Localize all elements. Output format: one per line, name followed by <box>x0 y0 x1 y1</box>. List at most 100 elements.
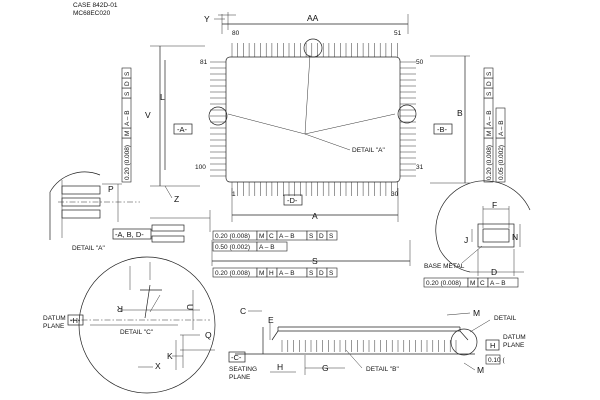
detail-c-dim-q: Q <box>205 330 212 340</box>
fcf-cell-text: S <box>329 233 334 240</box>
fcf-cell-text: S <box>124 71 131 76</box>
fcf-cell <box>485 354 501 365</box>
dim-z-label: Z <box>174 194 179 204</box>
pin-81-label: 81 <box>200 59 208 66</box>
fcf-cell-text: S <box>124 91 131 96</box>
side-dim-g: G <box>322 363 329 373</box>
fcf-cell-text: H <box>269 270 274 277</box>
seating-plane-label: SEATING PLANE <box>229 366 259 381</box>
datum-d-box: -D- <box>283 194 303 206</box>
fcf-cell-text: D <box>124 81 131 86</box>
seating-plane-line-1: SEATING <box>229 366 257 373</box>
detail-c-view: DATUM PLANE -H- R U DETAIL "C" Q K X <box>43 256 216 394</box>
fcf-cell-text: A – B <box>259 244 275 251</box>
fcf-cell-text: 0.20 (0.008) <box>486 145 493 180</box>
base-metal-label: BASE METAL <box>424 263 465 270</box>
datum-plane-label: DATUM PLANE <box>43 315 67 330</box>
detail-a-dim-p: P <box>108 184 114 194</box>
side-view-leads <box>281 340 457 352</box>
side-dim-m-bottom: M <box>477 365 484 375</box>
fcf-cell-text: M <box>259 233 264 240</box>
fcf-right-vertical-b: 0.05 (0.002)A – B <box>495 107 506 183</box>
section-dim-f: F <box>492 200 497 210</box>
dim-l-label: L <box>160 92 165 102</box>
detail-b-callout: DETAIL "B" <box>366 366 399 373</box>
package-body <box>225 56 401 183</box>
side-dim-h: H <box>277 362 283 372</box>
pin-50-label: 50 <box>416 59 424 66</box>
dim-v-label: V <box>145 110 151 120</box>
case-number: CASE 842D-01 <box>73 2 118 9</box>
dim-b-label: B <box>457 108 463 118</box>
svg-text:-A-: -A- <box>177 125 188 134</box>
fcf-cell <box>121 67 132 79</box>
fcf-cell-text: C <box>480 280 485 287</box>
side-dim-c: C <box>240 306 246 316</box>
top-view: 80 51 81 50 100 31 1 30 Y AA V L B -A- <box>145 12 470 266</box>
fcf-cell-text: S <box>486 71 493 76</box>
detail-a-callout: DETAIL "A" <box>352 147 385 154</box>
pin-80-label: 80 <box>232 30 240 37</box>
section-dim-j: J <box>464 235 468 245</box>
svg-text:-H-: -H- <box>70 316 81 325</box>
fcf-cell <box>326 230 338 241</box>
fcf-cell-text: A – B <box>279 233 295 240</box>
detail-c-dim-k: K <box>167 351 173 361</box>
fcf-cell-text: M <box>124 131 131 136</box>
svg-text:-D-: -D- <box>287 196 298 205</box>
svg-text:-B-: -B- <box>437 125 448 134</box>
section-dim-n: N <box>512 232 518 242</box>
side-datum-plane-line-1: DATUM <box>503 334 526 341</box>
side-view: C E -C- SEATING PLANE H G DETAIL "B" M D… <box>228 306 526 381</box>
top-pin-row <box>231 43 398 57</box>
pin-100-label: 100 <box>195 164 206 171</box>
side-datum-plane-line-2: PLANE <box>503 342 525 349</box>
fcf-cell <box>487 277 519 288</box>
datum-b-box: -B- <box>433 123 453 135</box>
fcf-cell-text: A – B <box>279 270 295 277</box>
fcf-cell-text: 0.10 ( <box>488 357 505 364</box>
section-view: F J N D BASE METAL <box>424 180 531 277</box>
document-number: MC68EC020 <box>73 10 111 17</box>
fcf-cell-text: D <box>319 233 324 240</box>
detail-a-circle-right <box>397 104 417 124</box>
svg-text:-C-: -C- <box>231 353 242 362</box>
fcf-cell <box>256 241 288 252</box>
detail-c-dim-x: X <box>155 361 161 371</box>
fcf-cell-text: A – B <box>490 280 506 287</box>
dim-s-label: S <box>312 256 318 266</box>
dim-aa-label: AA <box>307 13 319 23</box>
fcf-cell-text: 0.20 (0.008) <box>215 233 250 240</box>
side-dim-m-top: M <box>473 308 480 318</box>
fcf-cell-text: 0.50 (0.002) <box>215 244 250 251</box>
fcf-cell-text: M <box>470 280 475 287</box>
svg-text:H: H <box>490 341 495 350</box>
datum-a-box: -A- <box>173 123 193 135</box>
fcf-cell-text: 0.20 (0.008) <box>215 270 250 277</box>
fcf-cell-text: A – B <box>486 110 493 126</box>
fcf-cell-text: 0.20 (0.008) <box>124 145 131 180</box>
fcf-cell-text: S <box>329 270 334 277</box>
svg-text:-A, B, D-: -A, B, D- <box>115 230 144 239</box>
fcf-cell-text: C <box>269 233 274 240</box>
pin-1-label: 1 <box>232 191 236 198</box>
fcf-cell <box>326 267 338 278</box>
detail-a-datum-ref: -A, B, D- <box>112 228 152 240</box>
pin-31-label: 31 <box>416 164 424 171</box>
pin-51-label: 51 <box>394 30 402 37</box>
section-dim-d: D <box>491 267 497 277</box>
left-pin-column <box>210 61 226 177</box>
side-detail-label: DETAIL <box>494 315 517 322</box>
fcf-cell <box>483 67 494 79</box>
fcf-cell-text: M <box>486 131 493 136</box>
detail-c-dim-u: U <box>185 304 195 310</box>
fcf-cell-text: A – B <box>498 120 505 136</box>
datum-plane-line-1: DATUM <box>43 315 66 322</box>
seating-plane-line-2: PLANE <box>229 374 251 381</box>
detail-c-dim-r: R <box>117 304 123 314</box>
